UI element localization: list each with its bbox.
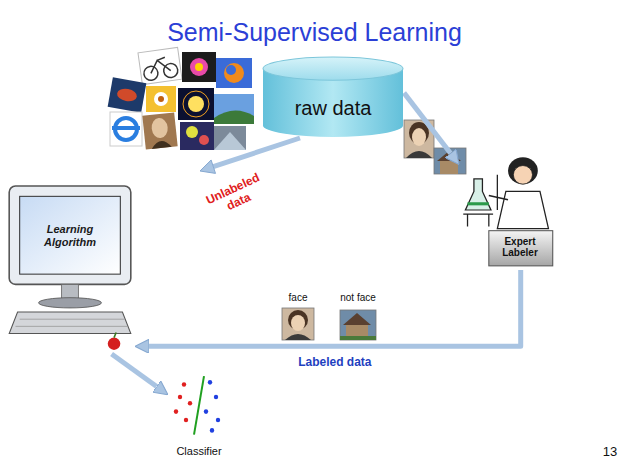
circle-part [174, 409, 178, 414]
path-part [497, 175, 498, 210]
circle-part [204, 409, 208, 414]
slide-title: Semi-Supervised Learning [0, 18, 629, 47]
computer-node-shape [5, 182, 135, 354]
flow-arrow [404, 93, 451, 153]
database-cylinder: raw data [262, 56, 404, 138]
circle-part [513, 166, 532, 185]
polygon-part [9, 312, 131, 334]
node-text: Expert Labeler [487, 236, 553, 259]
page-number: 13 [595, 445, 625, 460]
circle-part [208, 380, 212, 385]
expert-node: Expert Labeler [459, 150, 557, 270]
text-area: Classifier [168, 440, 230, 464]
path-part [463, 214, 493, 226]
node-text: Learning Algorithm [21, 223, 119, 249]
ellipse-part [508, 157, 538, 184]
circle-part [108, 338, 121, 350]
circle-part [184, 418, 188, 423]
circle-part [182, 382, 186, 387]
labeled-photos [282, 308, 376, 340]
raw-photos [404, 120, 466, 174]
flow-arrow [149, 270, 521, 346]
text-area: Learning Algorithm [21, 200, 119, 272]
ellipse-part [39, 298, 102, 308]
edge-label: Labeled data [298, 355, 371, 369]
image-caption: face [278, 292, 318, 304]
data-annotation: Unlabeled data [200, 170, 271, 223]
rect-part [20, 196, 121, 274]
path-part [465, 179, 491, 210]
rect-part [62, 284, 79, 298]
circle-part [210, 428, 214, 433]
classifier-node: Classifier [168, 374, 230, 468]
unlabeled-arrow [200, 138, 300, 173]
computer-node: Learning Algorithm [5, 182, 135, 354]
image-caption: not face [328, 292, 388, 304]
path-part [489, 196, 508, 200]
path-part [15, 319, 127, 326]
flow-arrow [112, 354, 157, 387]
circle-part [216, 418, 220, 423]
image-collage [108, 47, 254, 150]
path-part [468, 202, 489, 205]
path-part [497, 191, 548, 228]
line-part [194, 376, 204, 434]
circle-part [178, 395, 182, 400]
text-area: raw data [262, 80, 404, 136]
node-text: raw data [295, 97, 372, 120]
rect-part [9, 186, 131, 284]
node-text: Classifier [176, 445, 221, 458]
path-part [114, 333, 116, 338]
circle-part [188, 401, 192, 406]
ellipse-part [263, 57, 403, 80]
circle-part [214, 395, 218, 400]
text-area: Expert Labeler [487, 228, 553, 266]
